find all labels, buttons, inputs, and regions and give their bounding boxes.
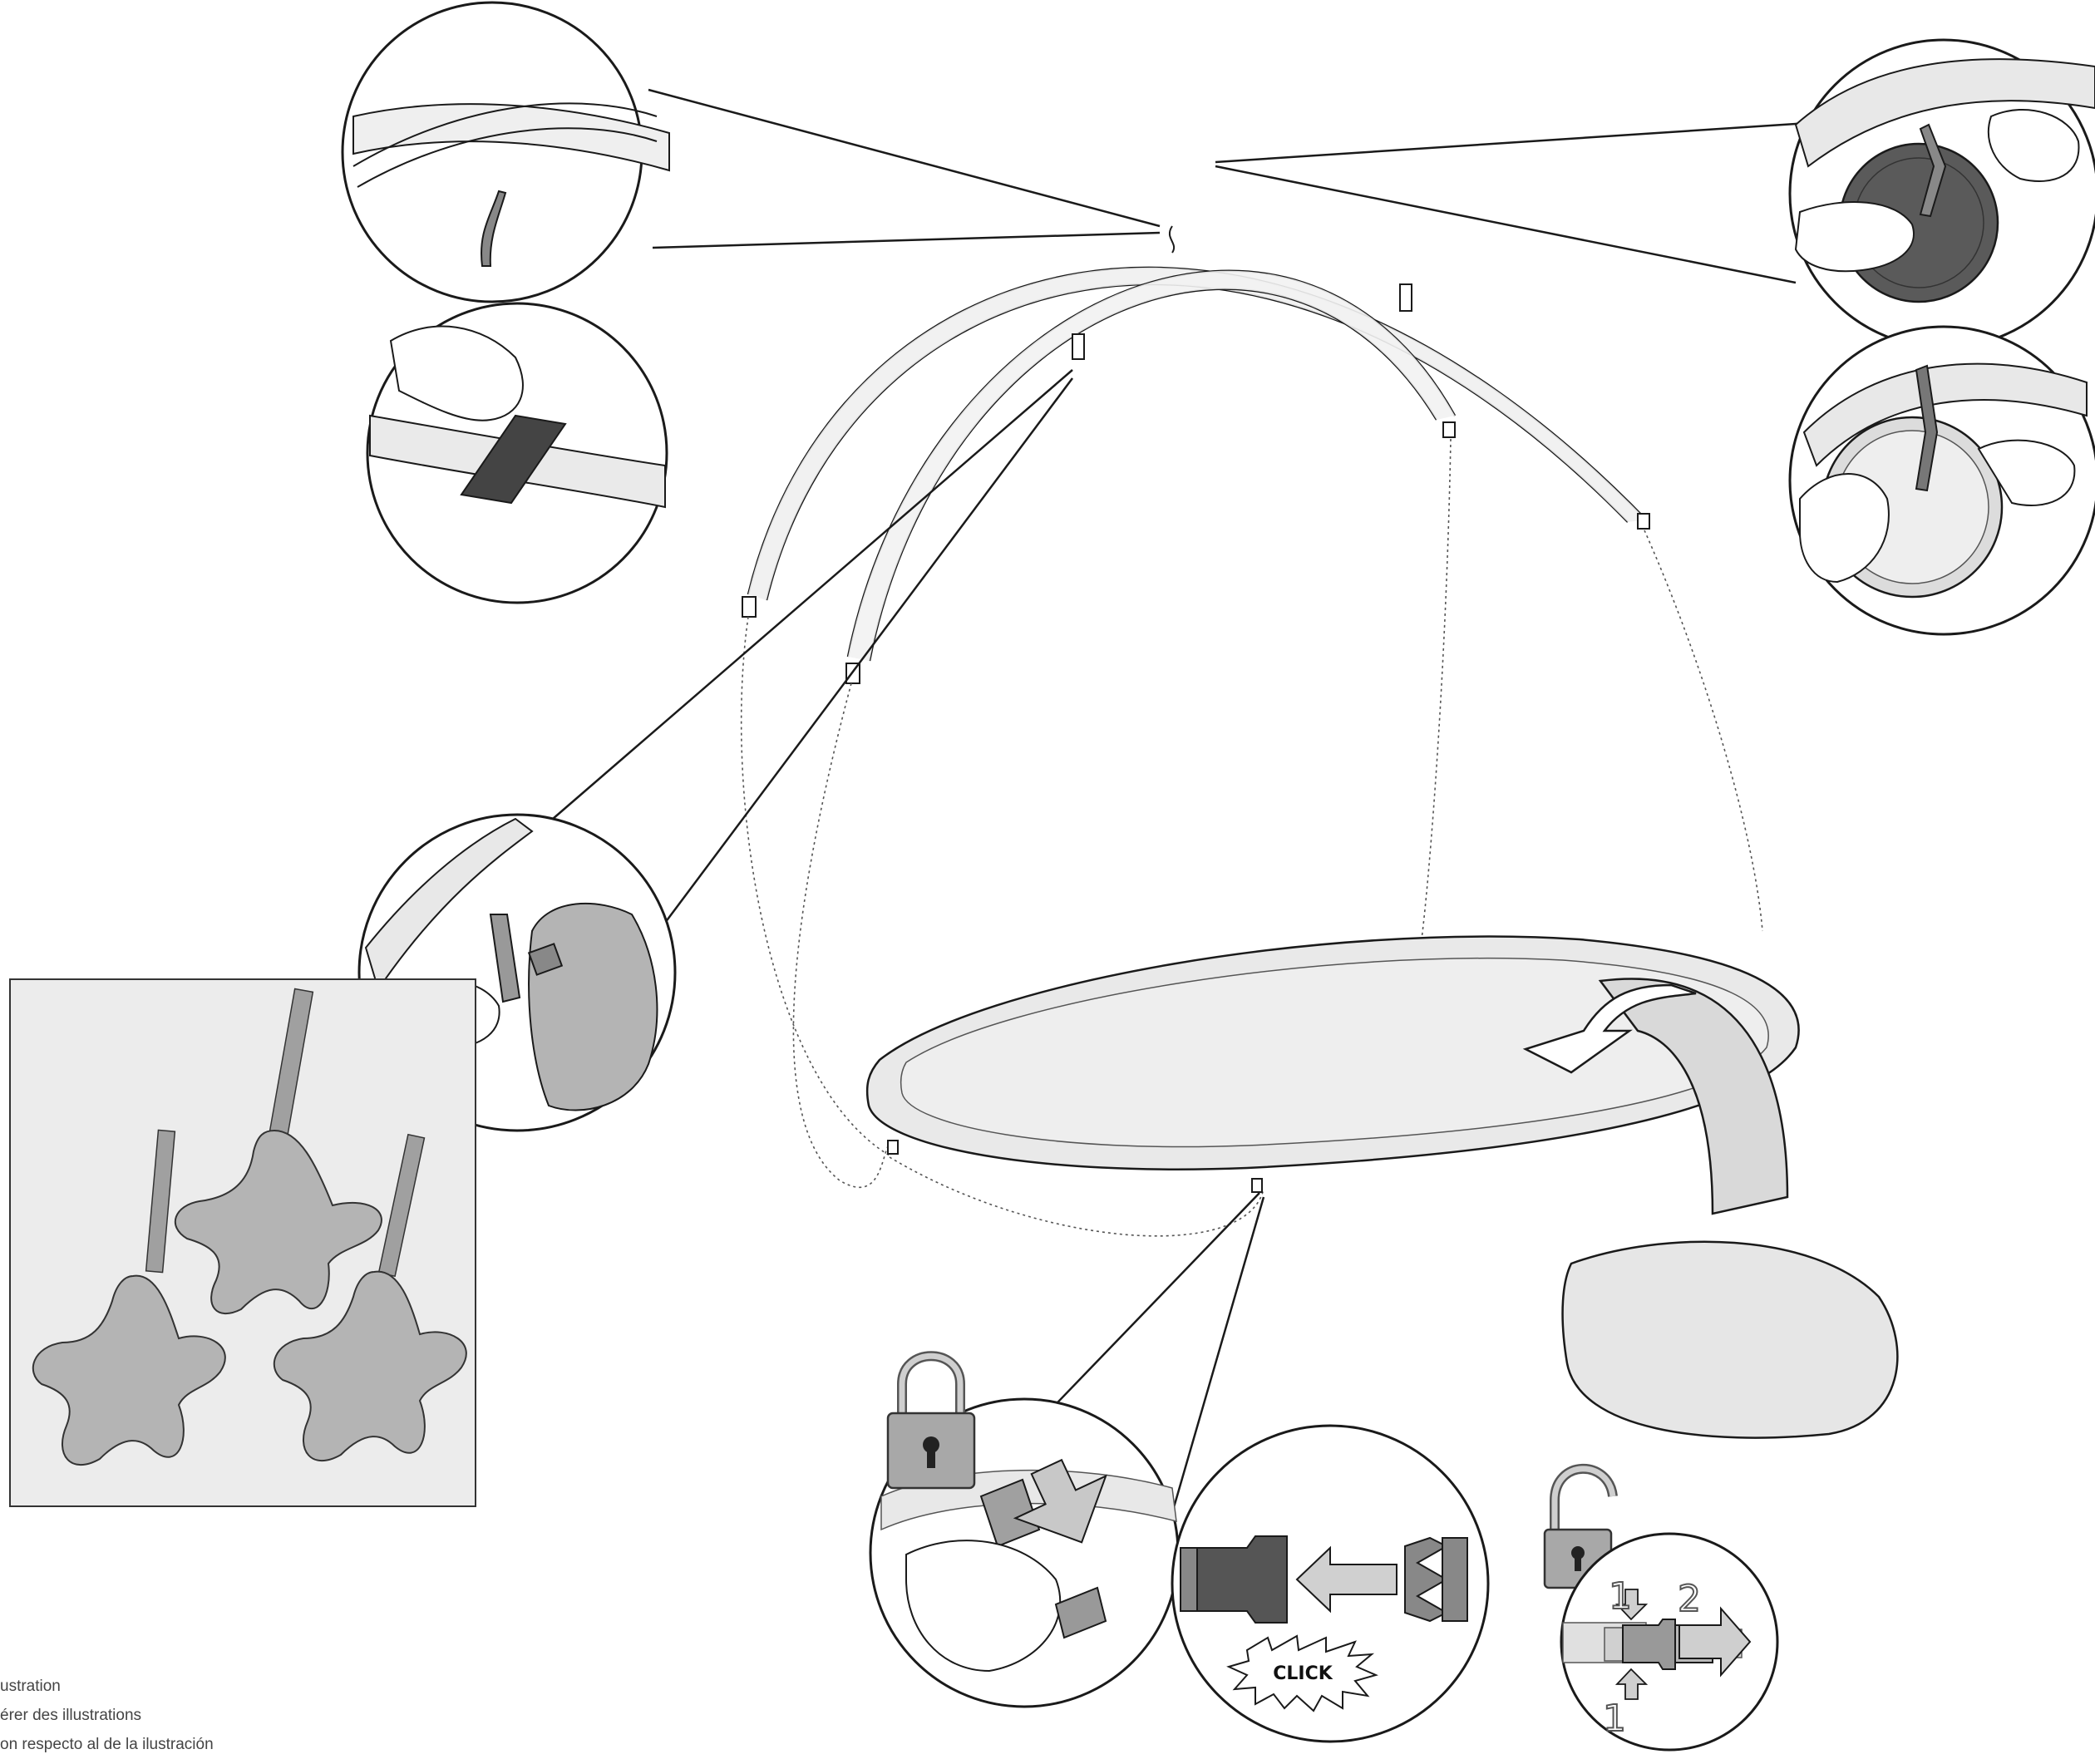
mat-folded-flap [1561, 978, 1899, 1439]
play-arch-outer-fill [748, 267, 1646, 600]
push-arrow-icon [1295, 1545, 1397, 1614]
fold-arrow-icon [1522, 983, 1697, 1074]
note-line-2: érer des illustrations [0, 1707, 142, 1724]
zoom-circle-buckle-release: 1 1 2 [1560, 1532, 1779, 1752]
guide-dotted-lines [740, 438, 1763, 1237]
step-label-two: 2 [1678, 1578, 1701, 1620]
arch-loop-tab [1072, 225, 1412, 360]
pull-arrow-icon [1678, 1606, 1752, 1678]
star-toys-panel [9, 978, 476, 1507]
step-label-one-bottom: 1 [1603, 1697, 1626, 1740]
step-label-one-top: 1 [1609, 1575, 1632, 1618]
note-line-1: ustration [0, 1678, 61, 1695]
play-mat [865, 935, 1800, 1193]
arch-connector [742, 421, 1650, 684]
click-label: CLICK [1273, 1663, 1333, 1684]
squeeze-arrow-icon [1614, 1668, 1649, 1700]
zoom-circle-arch-strap [341, 1, 1161, 303]
zoom-circle-disc-back [1788, 325, 2095, 636]
zoom-circle-strap-wrap [366, 302, 668, 604]
squeeze-arrow-icon [1614, 1589, 1649, 1621]
zoom-circle-buckle-click: CLICK [1171, 1424, 1490, 1743]
padlock-closed-icon [886, 1351, 976, 1490]
zoom-circle-disc-toy [1215, 38, 2095, 349]
note-line-3: on respecto al de la ilustración [0, 1736, 214, 1753]
